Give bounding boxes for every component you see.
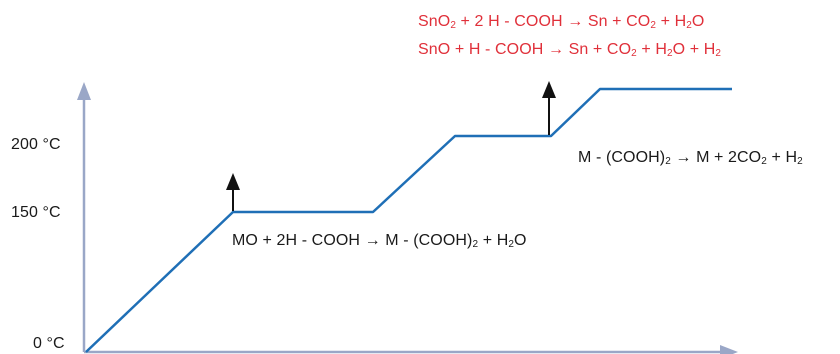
formula-text: + H xyxy=(636,41,667,58)
formula-text: SnO + H - COOH → Sn + CO xyxy=(418,41,632,58)
subscript: 2 xyxy=(667,48,673,59)
subscript: 2 xyxy=(715,48,722,59)
formula-text: M - (COOH) xyxy=(578,149,666,166)
subscript: 2 xyxy=(761,156,767,167)
step-arrow-200 xyxy=(542,81,556,135)
reaction-formate-decomposition: M - (COOH)2 → M + 2CO2 + H2 xyxy=(578,149,803,167)
x-axis-arrow-icon xyxy=(720,345,738,354)
temperature-profile-curve xyxy=(85,87,732,353)
formula-text: → M + 2CO xyxy=(670,149,762,166)
reaction-oxide-formic-acid: MO + 2H - COOH → M - (COOH)2 + H2O xyxy=(232,232,527,250)
reaction-sno-reduction: SnO + H - COOH → Sn + CO2 + H2O + H2 xyxy=(418,41,721,59)
y-tick-label-150: 150 °C xyxy=(11,204,61,221)
subscript: 2 xyxy=(797,156,803,167)
subscript: 2 xyxy=(650,20,657,31)
formula-text: MO + 2H - COOH → M - (COOH) xyxy=(232,232,473,249)
y-tick-label-0: 0 °C xyxy=(33,335,65,352)
formula-text: + 2 H - COOH → Sn + CO xyxy=(456,13,651,30)
y-tick-label-200: 200 °C xyxy=(11,136,61,153)
step-arrow-150-head-icon xyxy=(226,173,240,190)
subscript: 2 xyxy=(665,156,671,167)
subscript: 2 xyxy=(450,20,456,31)
formula-text: O xyxy=(691,13,705,30)
formula-text: + H xyxy=(656,13,687,30)
formula-text: O + H xyxy=(672,41,716,58)
subscript: 2 xyxy=(631,48,637,59)
formula-text: + H xyxy=(766,149,798,166)
step-arrow-150 xyxy=(226,173,240,211)
axes xyxy=(77,82,738,354)
formula-text: O xyxy=(514,232,527,249)
formula-text: + H xyxy=(478,232,509,249)
subscript: 2 xyxy=(686,20,692,31)
y-axis-arrow-icon xyxy=(77,82,91,100)
formula-text: SnO xyxy=(418,13,451,30)
subscript: 2 xyxy=(472,239,479,250)
step-arrow-200-head-icon xyxy=(542,81,556,98)
subscript: 2 xyxy=(508,239,515,250)
reaction-sno2-reduction: SnO2 + 2 H - COOH → Sn + CO2 + H2O xyxy=(418,13,704,31)
